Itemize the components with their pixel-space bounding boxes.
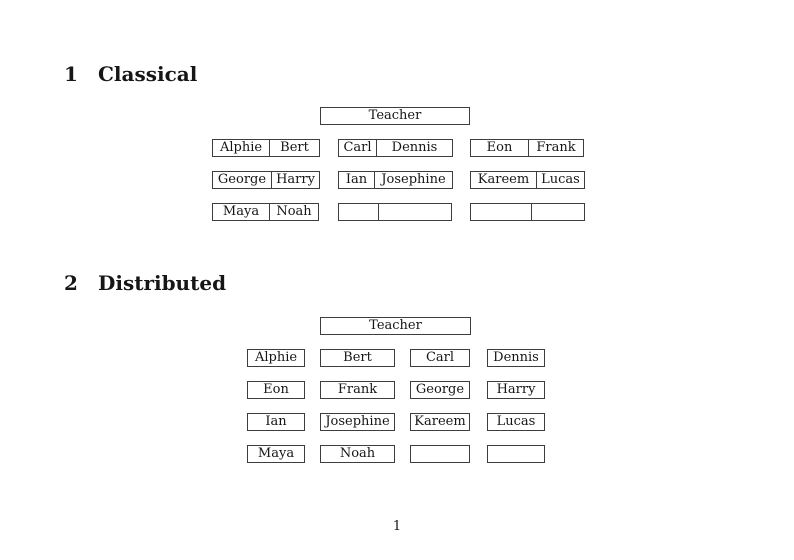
desk-cell bbox=[531, 204, 584, 220]
desk-box-empty-4 bbox=[487, 445, 545, 463]
desk-box-josephine: Josephine bbox=[320, 413, 395, 431]
desk-cell: Alphie bbox=[254, 350, 298, 365]
desk-box-empty-1 bbox=[338, 203, 452, 221]
teacher-box-distributed: Teacher bbox=[320, 317, 471, 335]
desk-box-lucas: Lucas bbox=[487, 413, 545, 431]
desk-cell: Harry bbox=[271, 172, 319, 188]
desk-box-alphie: Alphie bbox=[247, 349, 305, 367]
desk-box-noah: Noah bbox=[320, 445, 395, 463]
section-heading-distributed: 2 Distributed bbox=[64, 272, 226, 294]
desk-box-empty-2 bbox=[470, 203, 585, 221]
desk-cell: Carl bbox=[425, 350, 455, 365]
desk-cell: Eon bbox=[263, 382, 289, 397]
desk-box-eon-frank: Eon Frank bbox=[470, 139, 584, 157]
desk-cell bbox=[488, 446, 544, 462]
desk-cell: George bbox=[217, 172, 267, 187]
desk-cell: Bert bbox=[343, 350, 372, 365]
section-number: 2 bbox=[64, 271, 78, 295]
desk-cell: Kareem bbox=[414, 414, 466, 429]
desk-cell: Noah bbox=[269, 204, 318, 220]
teacher-box-classical: Teacher bbox=[320, 107, 470, 125]
teacher-label: Teacher bbox=[369, 318, 422, 333]
desk-cell: Alphie bbox=[219, 140, 263, 155]
desk-box-bert: Bert bbox=[320, 349, 395, 367]
desk-cell: Eon bbox=[486, 140, 513, 155]
desk-box-kareem-lucas: Kareem Lucas bbox=[470, 171, 585, 189]
desk-box-dennis: Dennis bbox=[487, 349, 545, 367]
desk-cell: Josephine bbox=[374, 172, 452, 188]
desk-box-maya-noah: Maya Noah bbox=[212, 203, 319, 221]
teacher-label: Teacher bbox=[368, 108, 422, 123]
desk-cell: Lucas bbox=[536, 172, 584, 188]
desk-cell: Ian bbox=[265, 414, 287, 429]
desk-cell: Kareem bbox=[477, 172, 530, 187]
desk-box-alphie-bert: Alphie Bert bbox=[212, 139, 320, 157]
page-number: 1 bbox=[392, 519, 402, 534]
desk-box-ian: Ian bbox=[247, 413, 305, 431]
desk-cell: Maya bbox=[257, 446, 295, 461]
desk-cell: Ian bbox=[345, 172, 368, 187]
desk-cell: Josephine bbox=[325, 414, 390, 429]
section-number: 1 bbox=[64, 62, 78, 86]
desk-cell: George bbox=[415, 382, 465, 397]
desk-cell bbox=[411, 446, 469, 462]
section-title: Classical bbox=[98, 62, 198, 86]
desk-cell bbox=[339, 204, 378, 220]
desk-cell: Dennis bbox=[493, 350, 539, 365]
desk-box-ian-josephine: Ian Josephine bbox=[338, 171, 453, 189]
desk-cell: Harry bbox=[496, 382, 536, 397]
desk-cell: Noah bbox=[339, 446, 376, 461]
desk-box-kareem: Kareem bbox=[410, 413, 470, 431]
desk-box-george-harry: George Harry bbox=[212, 171, 320, 189]
section-title: Distributed bbox=[98, 271, 227, 295]
desk-cell: Maya bbox=[222, 204, 260, 219]
desk-box-harry: Harry bbox=[487, 381, 545, 399]
desk-cell: Frank bbox=[528, 140, 583, 156]
desk-cell bbox=[471, 204, 531, 220]
desk-box-carl: Carl bbox=[410, 349, 470, 367]
desk-cell: Lucas bbox=[496, 414, 536, 429]
section-heading-classical: 1 Classical bbox=[64, 63, 197, 85]
desk-box-george: George bbox=[410, 381, 470, 399]
desk-box-carl-dennis: Carl Dennis bbox=[338, 139, 453, 157]
desk-box-maya: Maya bbox=[247, 445, 305, 463]
desk-cell bbox=[378, 204, 451, 220]
desk-box-eon: Eon bbox=[247, 381, 305, 399]
desk-cell: Bert bbox=[269, 140, 319, 156]
desk-cell: Frank bbox=[337, 382, 378, 397]
desk-cell: Dennis bbox=[376, 140, 452, 156]
desk-box-empty-3 bbox=[410, 445, 470, 463]
desk-box-frank: Frank bbox=[320, 381, 395, 399]
desk-cell: Carl bbox=[343, 140, 372, 155]
